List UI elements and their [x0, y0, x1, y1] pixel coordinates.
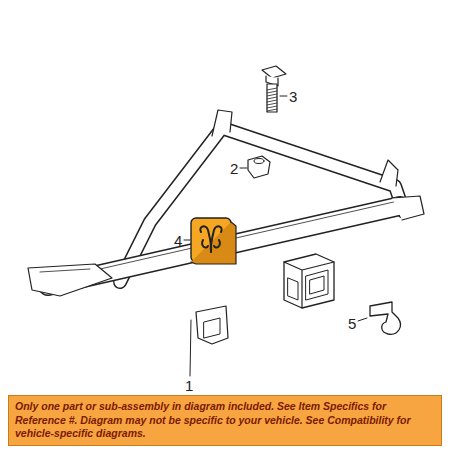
note-box: Only one part or sub-assembly in diagram…: [8, 395, 442, 446]
callout-number: 1: [185, 378, 193, 393]
note-text: Only one part or sub-assembly in diagram…: [15, 400, 435, 441]
callout-number: 3: [289, 89, 297, 104]
callout-number: 5: [348, 316, 356, 331]
callout-number: 2: [230, 161, 238, 176]
callout-number: 4: [174, 233, 182, 248]
